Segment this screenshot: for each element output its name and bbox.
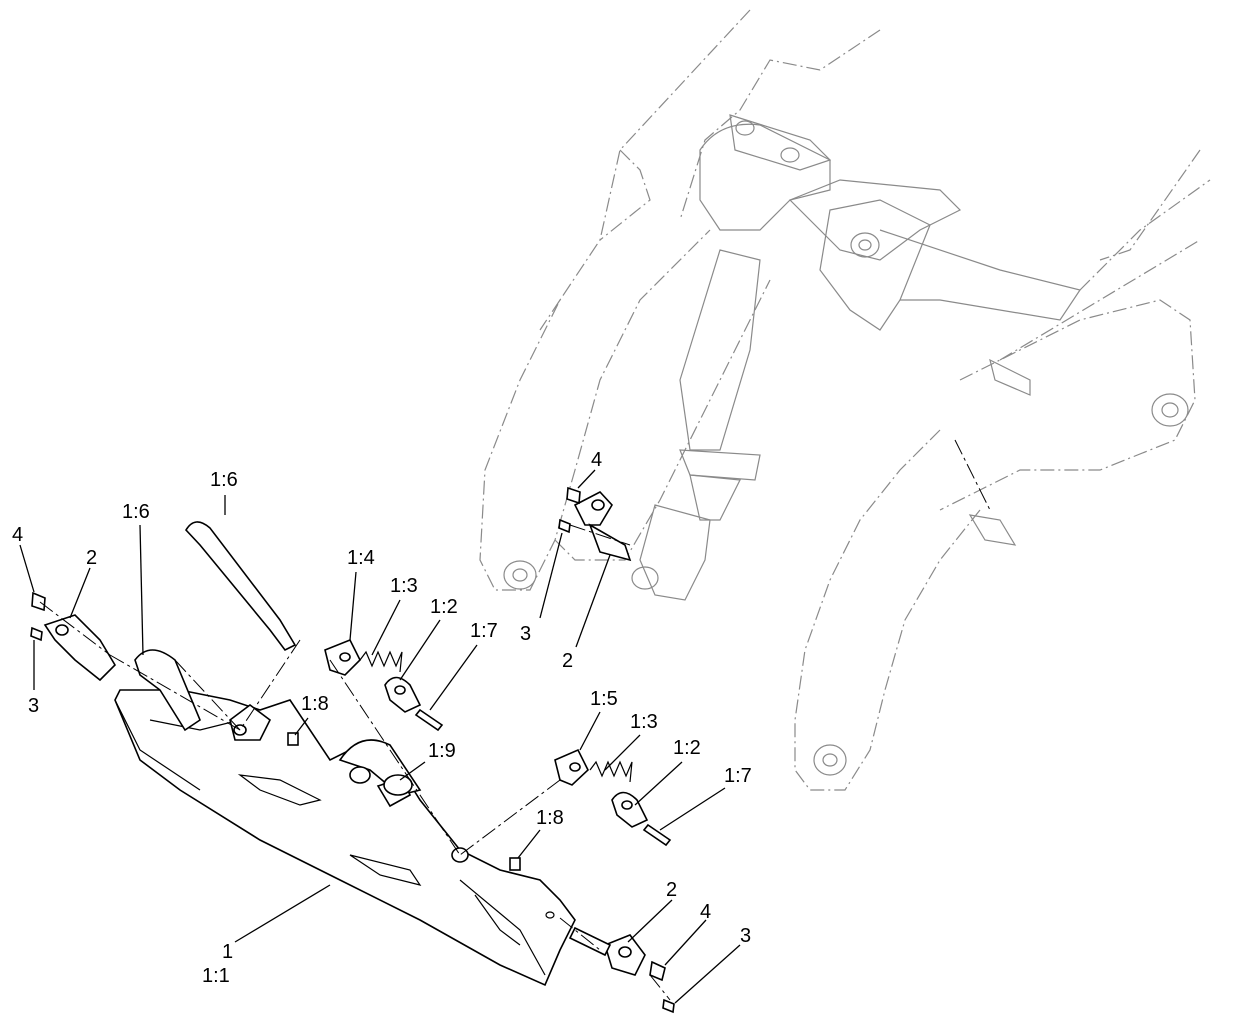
loader-arm-phantom [479, 9, 1211, 791]
pin-assemblies [43, 491, 646, 976]
pin-brackets [384, 676, 649, 828]
callout-labels: 4 2 3 1:6 1:6 1:4 1:3 1:2 1:7 1:8 1:9 1:… [12, 449, 752, 987]
bushing [376, 774, 413, 808]
mount-plate-assembly [114, 689, 576, 987]
callout-3: 3 [28, 695, 39, 717]
grease-fittings [287, 732, 521, 871]
callout-1-2: 1:2 [430, 596, 458, 618]
callout-1-8: 1:8 [301, 693, 329, 715]
callout-4: 4 [591, 449, 602, 471]
callout-1-8: 1:8 [536, 807, 564, 829]
callout-1-1: 1:1 [202, 965, 230, 987]
callout-1-7: 1:7 [724, 765, 752, 787]
callout-1-5: 1:5 [590, 688, 618, 710]
nuts [30, 518, 675, 1014]
bolts [31, 486, 666, 982]
assembly-axis-lines [39, 524, 671, 1001]
callout-4: 4 [12, 524, 23, 546]
callout-1-9: 1:9 [428, 740, 456, 762]
callout-1-4: 1:4 [347, 547, 375, 569]
callout-3: 3 [520, 623, 531, 645]
callout-4: 4 [700, 901, 711, 923]
callout-2: 2 [86, 547, 97, 569]
callout-1-3: 1:3 [390, 575, 418, 597]
latch-plates [324, 638, 589, 786]
springs [359, 650, 633, 783]
callout-1-6: 1:6 [210, 469, 238, 491]
callout-1-3: 1:3 [630, 711, 658, 733]
callout-2: 2 [562, 650, 573, 672]
callout-1-2: 1:2 [673, 737, 701, 759]
callout-2: 2 [666, 879, 677, 901]
handles [134, 521, 297, 732]
pins [414, 708, 672, 847]
callout-1-6: 1:6 [122, 501, 150, 523]
leader-lines [19, 469, 741, 1004]
callout-1: 1 [222, 941, 233, 963]
callout-3: 3 [740, 925, 751, 947]
callout-1-7: 1:7 [470, 620, 498, 642]
